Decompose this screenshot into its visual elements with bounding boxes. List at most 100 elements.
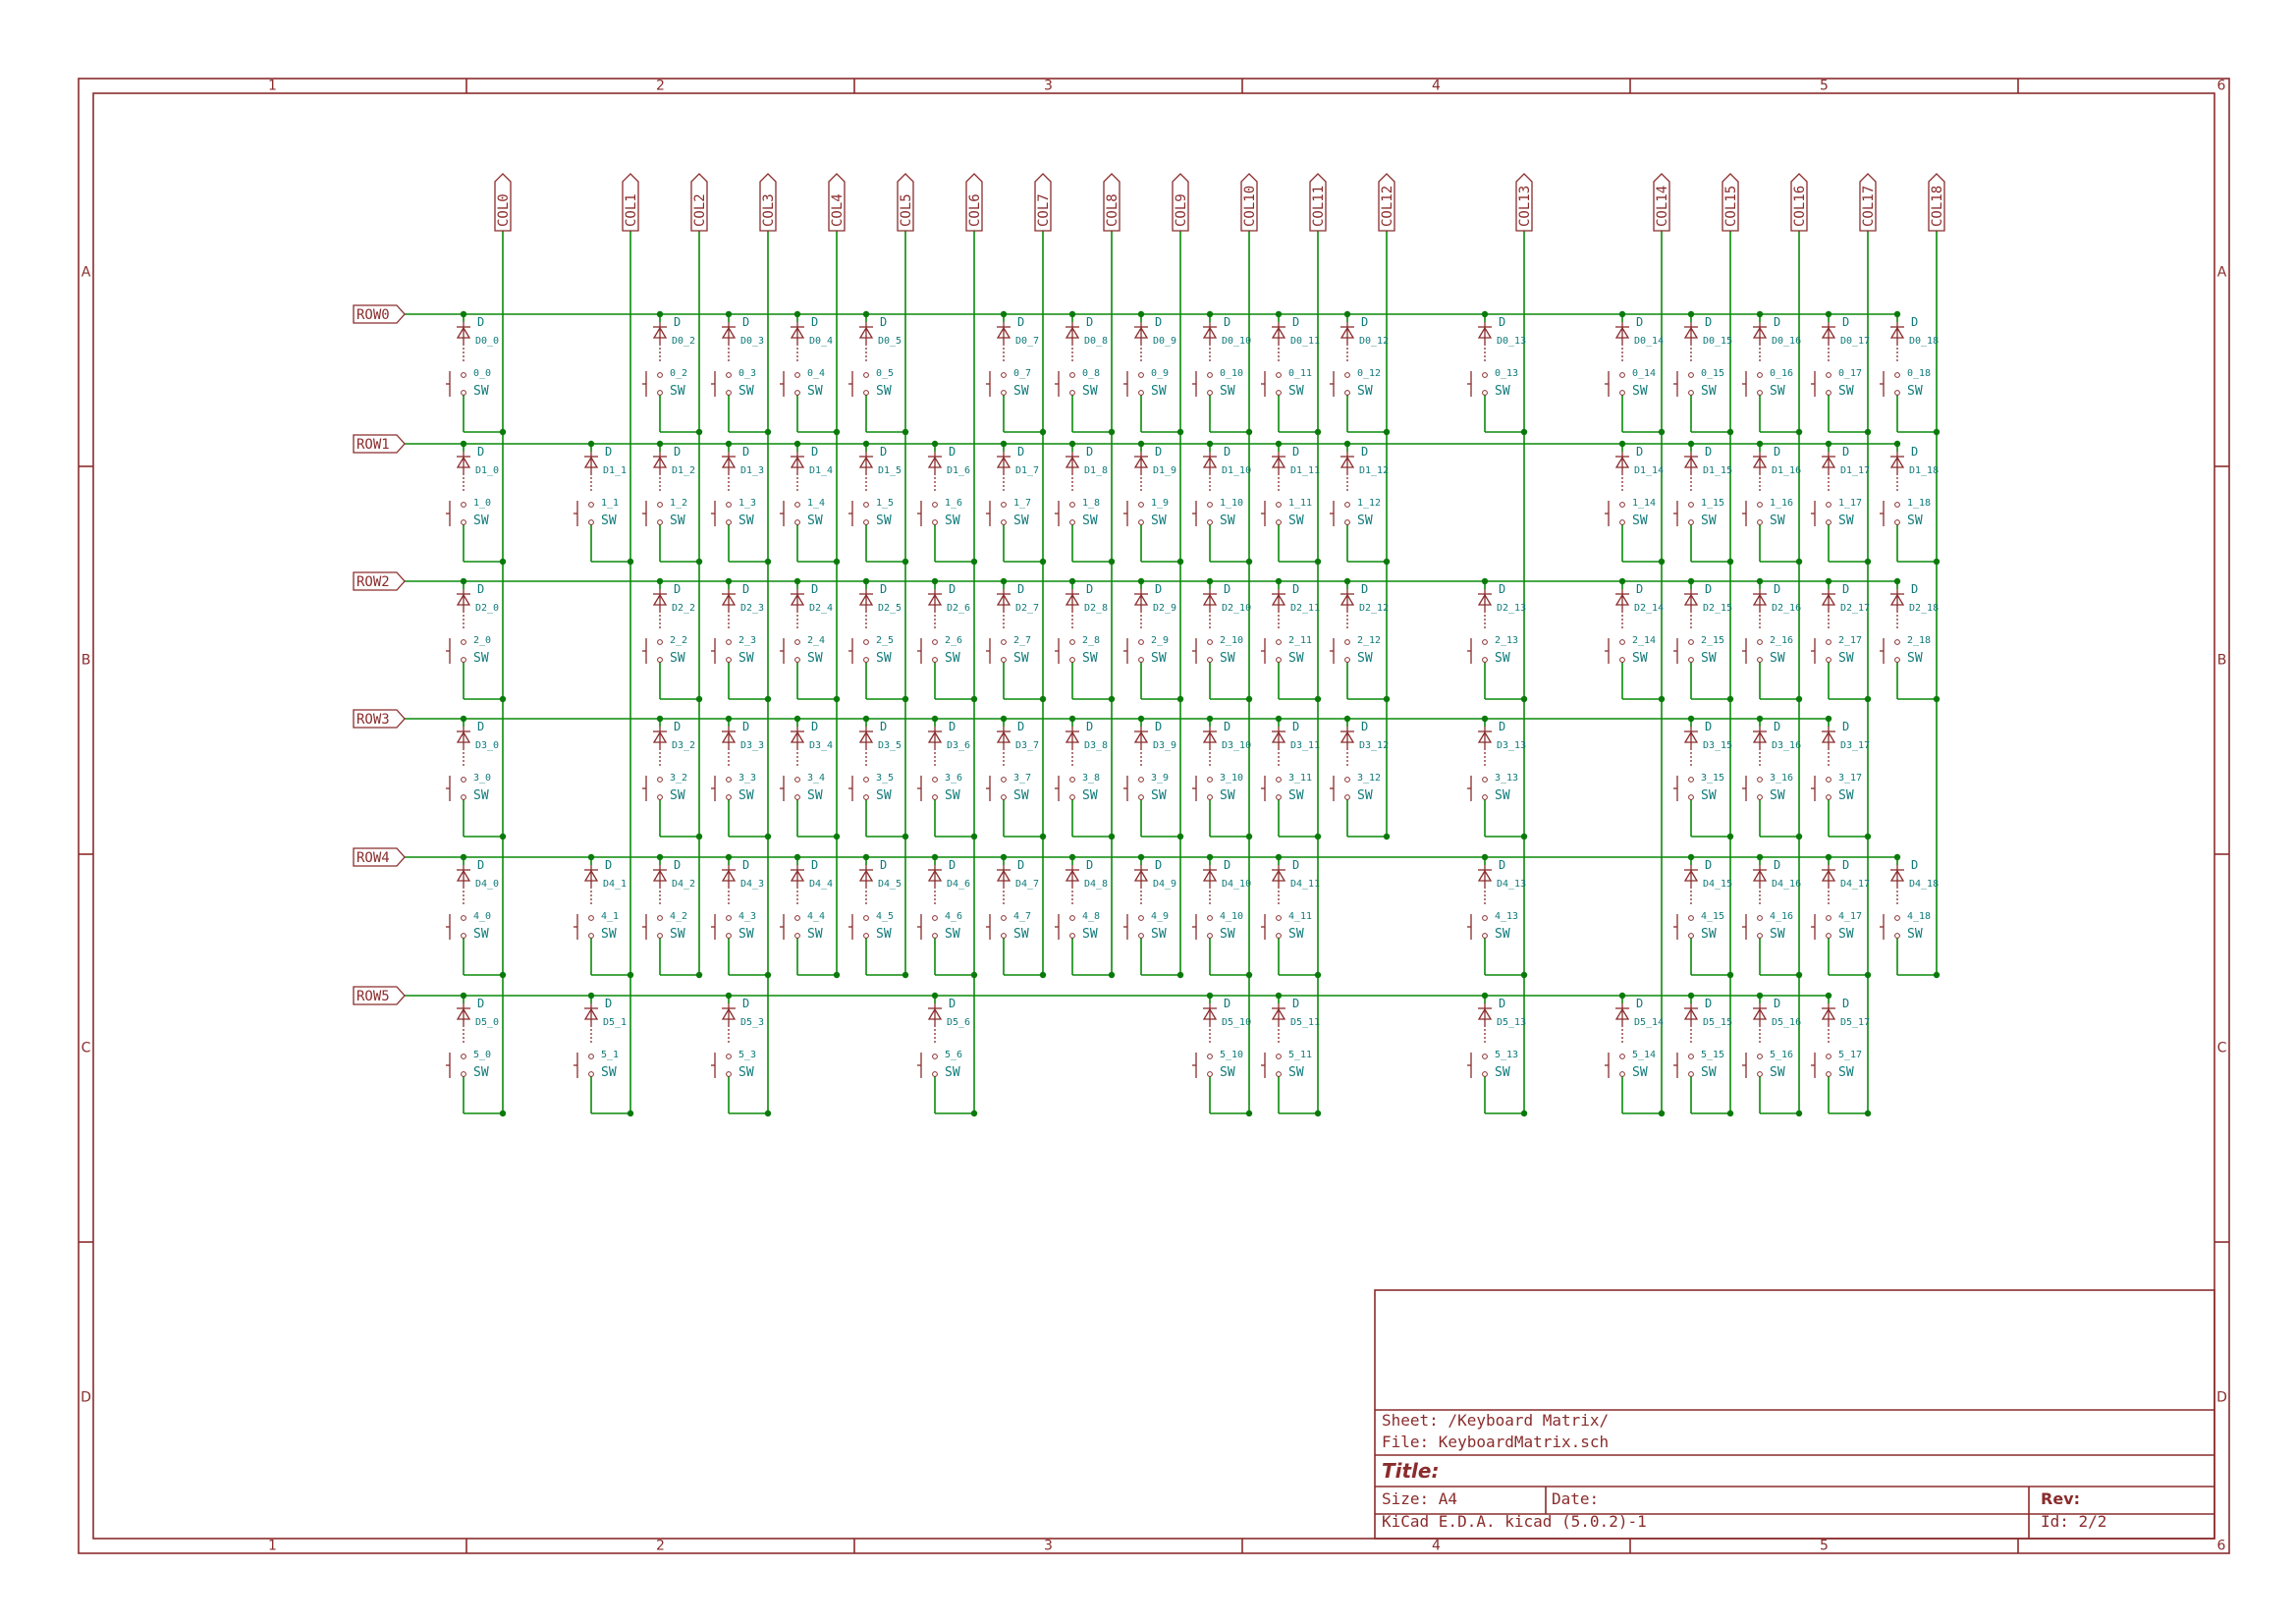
switch-ref: 4_7 xyxy=(1013,911,1031,922)
junction-dot xyxy=(1000,440,1008,448)
switch-ref: 4_8 xyxy=(1082,911,1100,922)
junction-dot xyxy=(970,833,978,840)
col-label-text: COL3 xyxy=(761,193,777,227)
junction-dot xyxy=(1245,695,1253,703)
diode-ref: D3_9 xyxy=(1153,740,1176,751)
switch-value: SW xyxy=(876,788,892,803)
key-cell: DD1_81_8SW xyxy=(1055,445,1108,528)
switch-ref: 0_2 xyxy=(670,368,687,379)
diode-ref: D4_16 xyxy=(1772,879,1801,890)
diode-ref: D0_7 xyxy=(1015,336,1039,347)
diode-value: D xyxy=(1361,445,1368,459)
col-net-label: COL5 xyxy=(897,173,914,232)
grid-col-label-top: 4 xyxy=(1432,79,1441,94)
junction-dot xyxy=(1726,428,1734,436)
junction-dot xyxy=(1039,428,1047,436)
diode-value: D xyxy=(1774,315,1780,329)
junction-dot xyxy=(1068,577,1076,585)
junction-dot xyxy=(499,1109,507,1117)
switch-ref: 4_9 xyxy=(1151,911,1169,922)
junction-dot xyxy=(1687,310,1695,318)
diode-value: D xyxy=(1086,858,1093,872)
diode-ref: D3_5 xyxy=(878,740,902,751)
junction-dot xyxy=(460,577,467,585)
diode-ref: D1_0 xyxy=(475,465,499,476)
switch-ref: 5_1 xyxy=(601,1050,619,1060)
col-net-label: COL10 xyxy=(1240,173,1258,232)
junction-dot xyxy=(1687,715,1695,723)
diode-value: D xyxy=(811,720,818,733)
diode-value: D xyxy=(742,720,749,733)
diode-value: D xyxy=(1774,858,1780,872)
switch-ref: 2_14 xyxy=(1632,635,1656,646)
switch-value: SW xyxy=(1357,384,1373,399)
junction-dot xyxy=(1726,558,1734,566)
junction-dot xyxy=(833,695,841,703)
diode-ref: D5_14 xyxy=(1634,1017,1664,1028)
junction-dot xyxy=(1176,833,1184,840)
diode-value: D xyxy=(1292,582,1299,596)
diode-ref: D1_4 xyxy=(809,465,833,476)
switch-value: SW xyxy=(1288,384,1304,399)
junction-dot xyxy=(793,310,801,318)
diode-value: D xyxy=(1292,720,1299,733)
switch-ref: 2_13 xyxy=(1495,635,1518,646)
switch-ref: 5_11 xyxy=(1288,1050,1312,1060)
junction-dot xyxy=(1000,715,1008,723)
switch-value: SW xyxy=(1838,788,1854,803)
diode-value: D xyxy=(477,445,484,459)
junction-dot xyxy=(1825,577,1832,585)
junction-dot xyxy=(725,577,733,585)
junction-dot xyxy=(1825,853,1832,861)
junction-dot xyxy=(1275,577,1283,585)
junction-dot xyxy=(1314,1109,1322,1117)
diode-ref: D2_5 xyxy=(878,603,902,614)
switch-ref: 3_16 xyxy=(1770,773,1793,784)
switch-value: SW xyxy=(1357,788,1373,803)
grid-col-label-top: 3 xyxy=(1044,79,1053,94)
diode-value: D xyxy=(477,315,484,329)
switch-value: SW xyxy=(601,514,617,528)
switch-ref: 3_5 xyxy=(876,773,894,784)
switch-value: SW xyxy=(1288,651,1304,666)
junction-dot xyxy=(862,310,870,318)
junction-dot xyxy=(902,833,909,840)
switch-ref: 0_3 xyxy=(738,368,756,379)
junction-dot xyxy=(1068,440,1076,448)
junction-dot xyxy=(725,992,733,1000)
row-net-label: ROW2 xyxy=(353,571,406,591)
key-cell: DD1_11_1SW xyxy=(574,445,627,528)
col-net-label: COL17 xyxy=(1859,173,1877,232)
junction-dot xyxy=(1756,992,1764,1000)
diode-value: D xyxy=(1636,445,1643,459)
junction-dot xyxy=(833,558,841,566)
diode-value: D xyxy=(1842,720,1849,733)
switch-ref: 0_0 xyxy=(473,368,491,379)
junction-dot xyxy=(1206,310,1214,318)
diode-ref: D0_12 xyxy=(1359,336,1389,347)
components: DD0_00_0SWDD0_20_2SWDD0_30_3SWDD0_40_4SW… xyxy=(446,315,1939,1080)
diode-value: D xyxy=(1224,858,1230,872)
diode-value: D xyxy=(1636,582,1643,596)
diode-ref: D1_17 xyxy=(1840,465,1870,476)
tb-date: Date: xyxy=(1552,1489,1599,1508)
diode-ref: D5_13 xyxy=(1497,1017,1526,1028)
junction-dot xyxy=(833,428,841,436)
diode-ref: D0_0 xyxy=(475,336,499,347)
switch-value: SW xyxy=(807,788,823,803)
diode-ref: D5_17 xyxy=(1840,1017,1870,1028)
diode-value: D xyxy=(1842,858,1849,872)
switch-ref: 5_6 xyxy=(945,1050,962,1060)
switch-ref: 2_7 xyxy=(1013,635,1031,646)
switch-ref: 4_18 xyxy=(1907,911,1931,922)
diode-value: D xyxy=(1911,315,1918,329)
row-net-label: ROW1 xyxy=(353,434,406,454)
